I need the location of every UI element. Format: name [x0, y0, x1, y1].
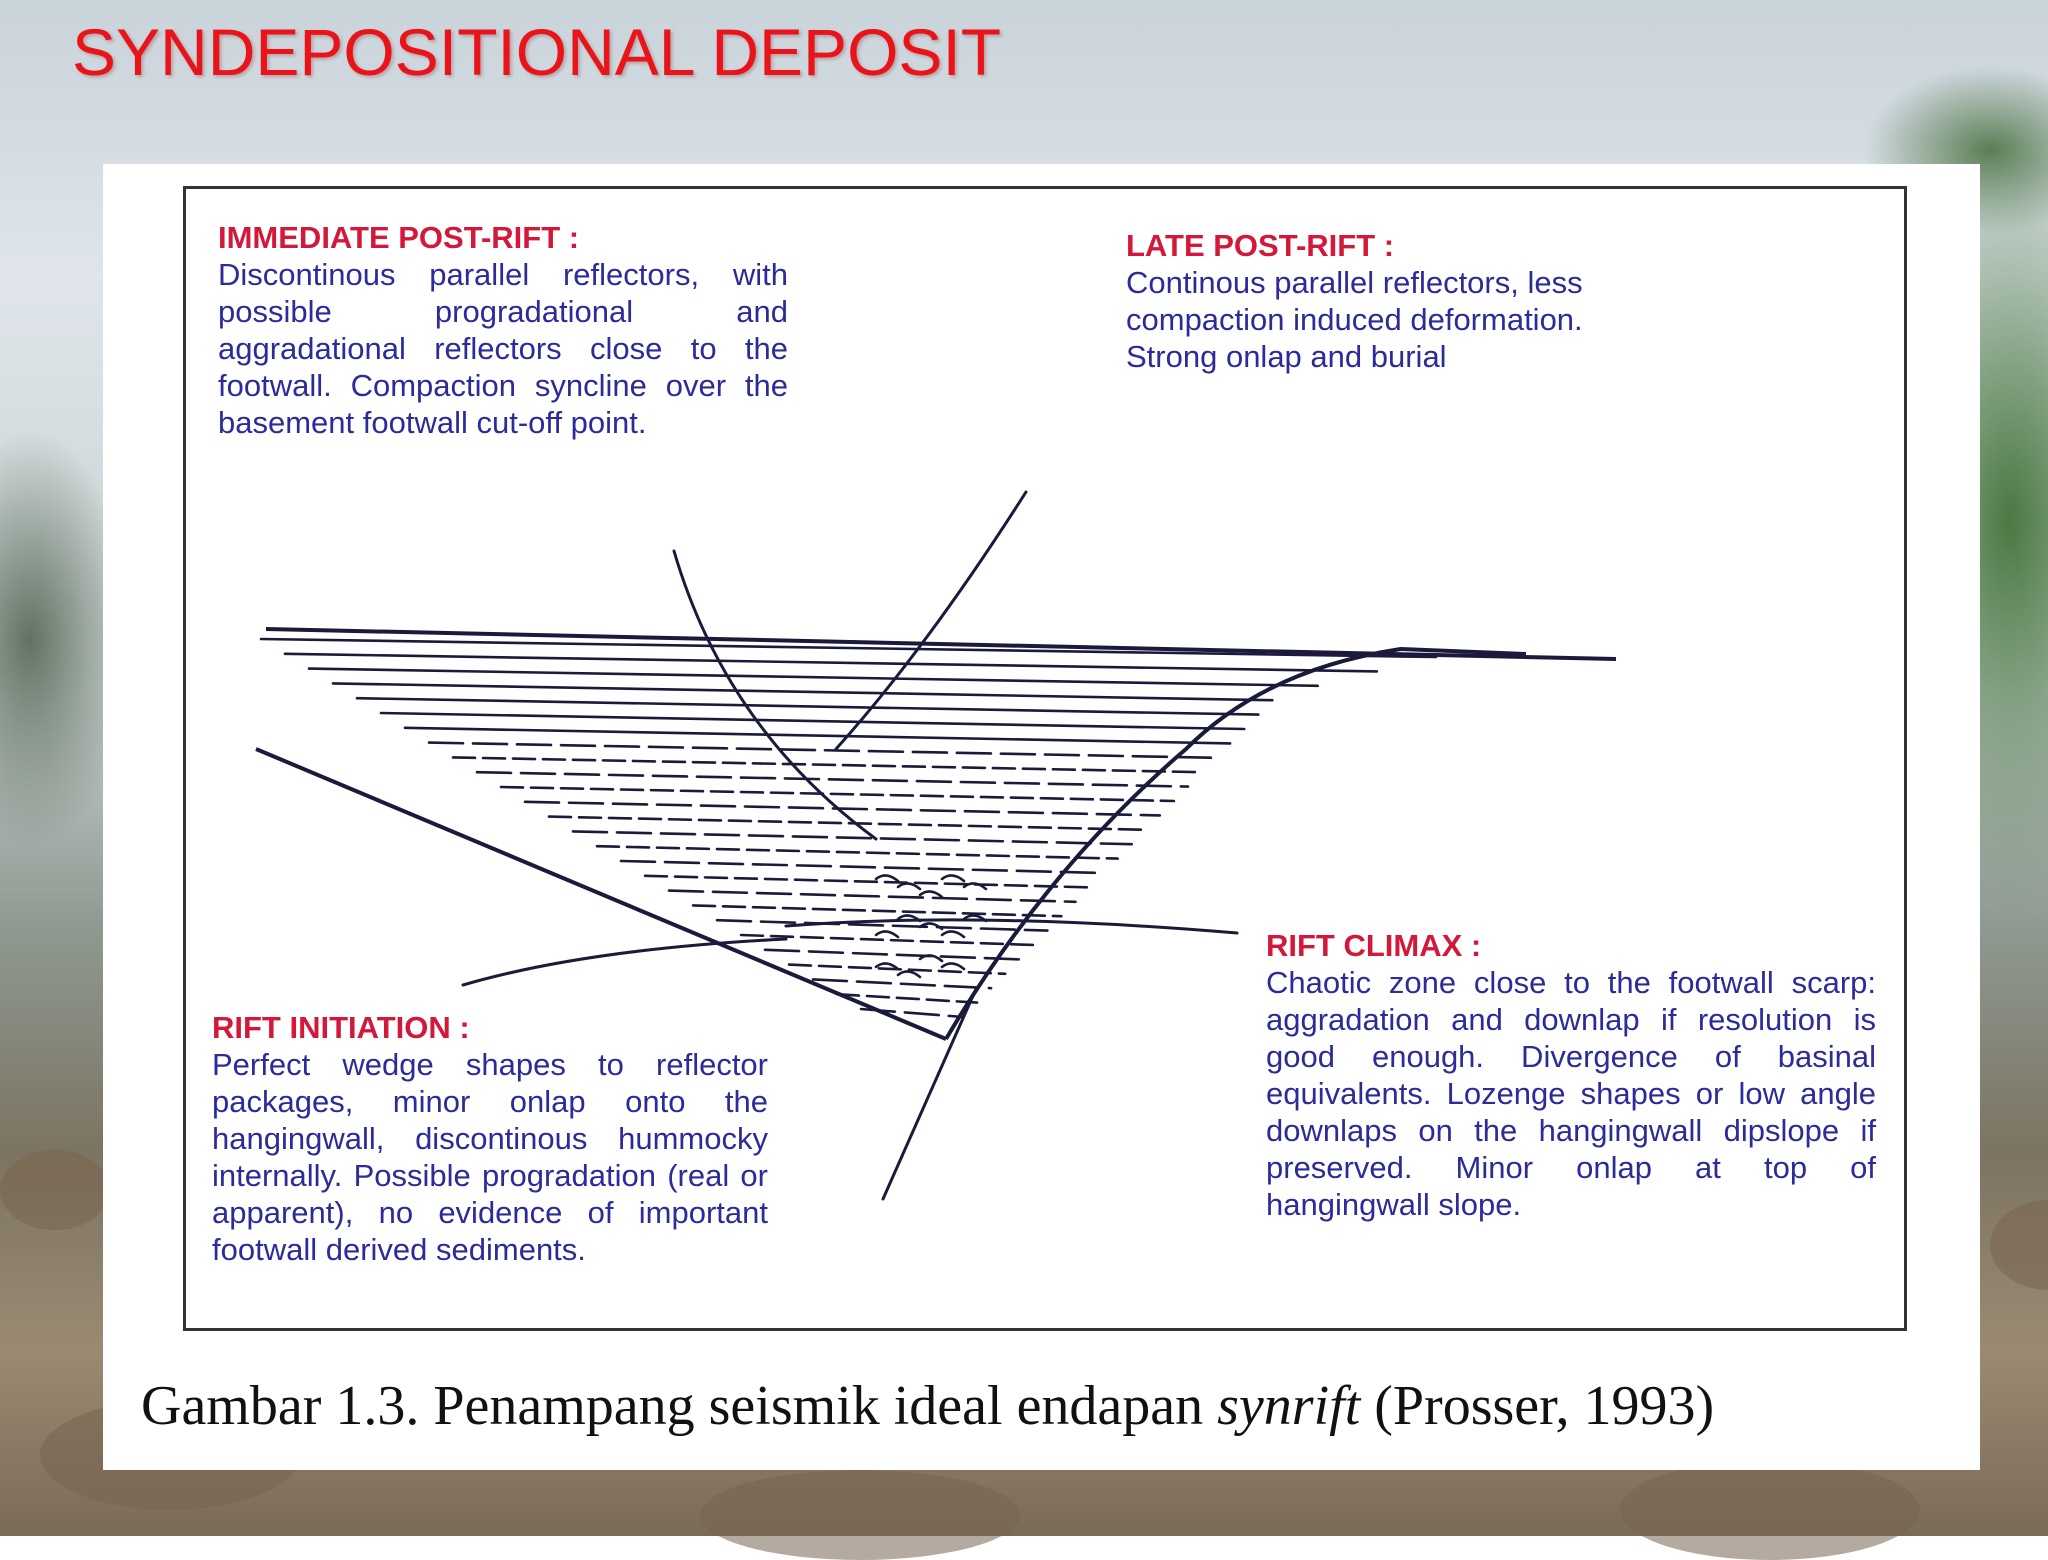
- seismic-reflector-3: [307, 667, 1319, 688]
- caption-italic-term: synrift: [1217, 1375, 1361, 1437]
- basement-fault-line: [881, 987, 978, 1201]
- chaotic-zone-reflector: [940, 962, 966, 971]
- chaotic-zone-reflector: [940, 930, 966, 939]
- immediate-post-rift-heading: IMMEDIATE POST-RIFT :: [218, 220, 580, 255]
- basin-top-surface: [265, 627, 1617, 661]
- late-post-rift-text: Continous parallel reflectors, less comp…: [1126, 265, 1583, 374]
- figure-caption: Gambar 1.3. Penampang seismik ideal enda…: [141, 1374, 1961, 1438]
- background-pebble: [0, 1150, 110, 1230]
- seismic-reflector-15: [595, 844, 1119, 860]
- background-pebble: [1620, 1460, 1920, 1560]
- seismic-reflector-17: [643, 874, 1091, 889]
- seismic-cross-section: [255, 490, 1617, 1201]
- seismic-reflector-2: [283, 652, 1379, 673]
- chaotic-zone-reflector: [896, 914, 922, 923]
- rift-initiation-heading: RIFT INITIATION :: [212, 1010, 470, 1045]
- caption-tail: (Prosser, 1993): [1360, 1375, 1715, 1437]
- chaotic-zone-reflector: [940, 874, 966, 883]
- seismic-reflector-11: [499, 785, 1176, 803]
- seismic-reflector-21: [739, 933, 1035, 947]
- seismic-reflector-26: [859, 1007, 965, 1019]
- seismic-reflector-10: [475, 770, 1190, 788]
- seismic-reflector-1: [259, 637, 1438, 659]
- seismic-reflector-8: [427, 741, 1218, 760]
- seismic-reflector-24: [811, 978, 993, 990]
- immediate-post-rift-annotation: IMMEDIATE POST-RIFT : Discontinous paral…: [218, 219, 788, 441]
- rift-climax-text: Chaotic zone close to the footwall scarp…: [1266, 965, 1876, 1222]
- seismic-reflector-9: [451, 756, 1204, 774]
- rift-climax-annotation: RIFT CLIMAX : Chaotic zone close to the …: [1266, 927, 1876, 1223]
- seismic-reflector-14: [571, 830, 1133, 846]
- immediate-post-rift-fault-line: [672, 549, 878, 841]
- diagram-frame: IMMEDIATE POST-RIFT : Discontinous paral…: [183, 186, 1907, 1331]
- seismic-reflector-13: [547, 815, 1148, 832]
- chaotic-zone-reflector: [962, 914, 988, 923]
- chaotic-zone-reflector: [874, 930, 900, 939]
- seismic-reflector-19: [691, 904, 1063, 918]
- footwall-scarp-profile: [944, 647, 1527, 1041]
- background-pebble: [700, 1470, 1020, 1560]
- late-post-rift-annotation: LATE POST-RIFT : Continous parallel refl…: [1126, 227, 1666, 375]
- chaotic-zone-reflector: [896, 970, 922, 979]
- chaotic-zone-reflector: [918, 922, 944, 931]
- seismic-reflector-22: [763, 948, 1021, 961]
- caption-lead: Gambar 1.3. Penampang seismik ideal enda…: [141, 1375, 1218, 1437]
- late-post-rift-heading: LATE POST-RIFT :: [1126, 228, 1395, 263]
- rift-initiation-text: Perfect wedge shapes to reflector packag…: [212, 1047, 768, 1267]
- seismic-reflector-5: [355, 696, 1260, 716]
- basin-base-hangingwall: [255, 747, 947, 1041]
- seismic-reflector-6: [379, 711, 1246, 731]
- chaotic-zone-reflector: [896, 882, 922, 891]
- figure-card: IMMEDIATE POST-RIFT : Discontinous paral…: [103, 164, 1980, 1470]
- seismic-reflector-25: [835, 992, 979, 1004]
- chaotic-zone-reflector: [918, 954, 944, 963]
- rift-initiation-leader-line: [461, 937, 788, 987]
- seismic-reflector-7: [403, 726, 1232, 745]
- chaotic-zone-reflector: [874, 874, 900, 883]
- rift-climax-heading: RIFT CLIMAX :: [1266, 928, 1482, 963]
- chaotic-zone-reflector: [874, 962, 900, 971]
- immediate-post-rift-text: Discontinous parallel reflectors, with p…: [218, 257, 788, 440]
- slide-title: SYNDEPOSITIONAL DEPOSIT: [72, 15, 1002, 89]
- chaotic-zone-reflector: [918, 890, 944, 899]
- rift-initiation-annotation: RIFT INITIATION : Perfect wedge shapes t…: [212, 1009, 768, 1268]
- seismic-reflector-18: [667, 889, 1077, 904]
- seismic-reflector-4: [331, 682, 1274, 702]
- chaotic-zone-reflector: [962, 882, 988, 891]
- rift-climax-leader-line: [784, 918, 1239, 935]
- seismic-reflector-12: [523, 800, 1162, 817]
- seismic-reflector-16: [619, 859, 1105, 875]
- seismic-reflector-20: [715, 918, 1049, 932]
